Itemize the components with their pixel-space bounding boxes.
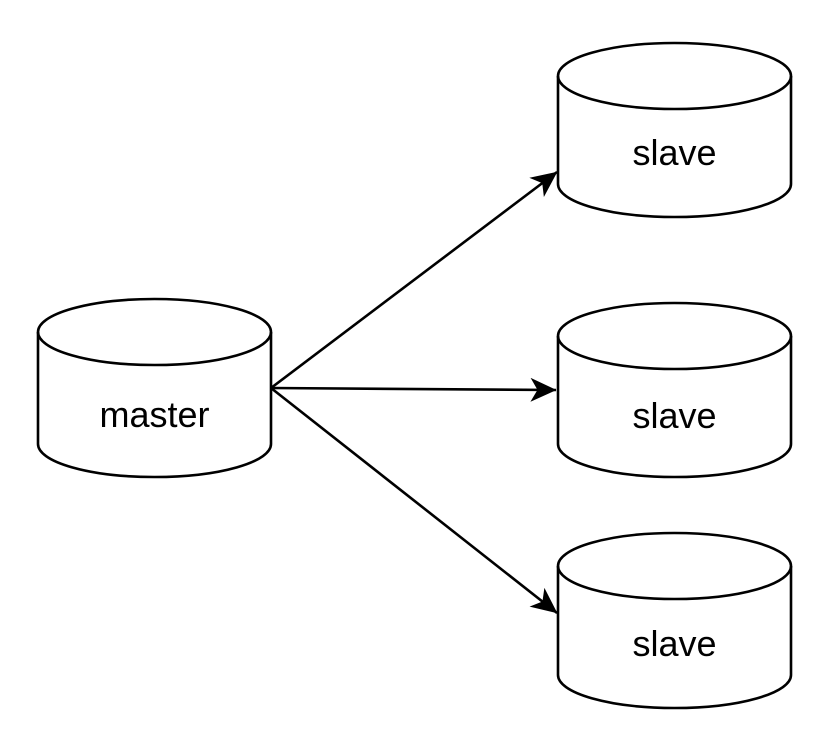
- node-slave-1: slave: [556, 41, 793, 219]
- node-master: master: [36, 297, 273, 479]
- cylinder-body: [556, 531, 793, 710]
- cylinder-top-rim: [36, 331, 273, 367]
- edge-group: [270, 170, 558, 615]
- node-label-slave-2: slave: [632, 395, 716, 436]
- node-label-slave-3: slave: [632, 623, 716, 664]
- node-slave-3: slave: [556, 531, 793, 710]
- cylinder-body: [556, 41, 793, 219]
- cylinder-top-rim: [556, 75, 793, 111]
- node-label-master: master: [99, 394, 209, 435]
- edge-master-to-slave-1: [270, 170, 558, 390]
- node-slave-2: slave: [556, 301, 793, 479]
- cylinder-top-rim: [556, 565, 793, 601]
- edge-master-to-slave-2: [270, 377, 557, 402]
- cylinder-body: [36, 297, 273, 479]
- node-label-slave-1: slave: [632, 132, 716, 173]
- cylinder-top-rim: [556, 335, 793, 371]
- edge-master-to-slave-3: [270, 386, 558, 615]
- cylinder-body: [556, 301, 793, 479]
